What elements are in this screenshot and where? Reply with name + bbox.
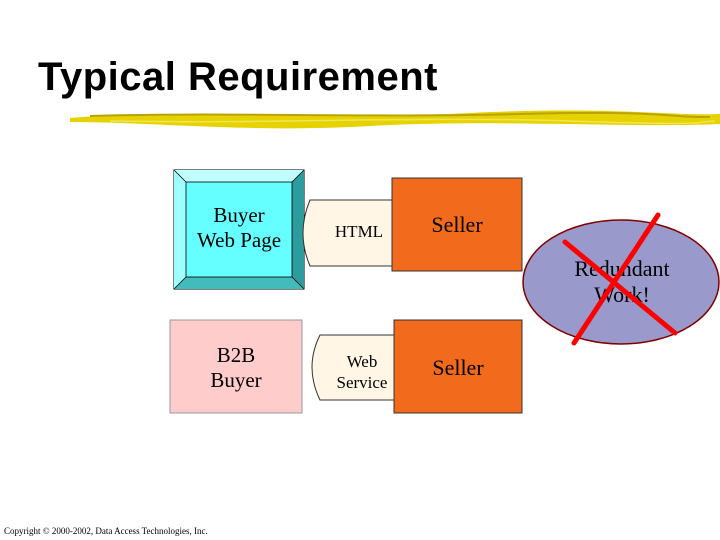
- html-connector-label: HTML: [334, 222, 384, 241]
- b2b-buyer-label: B2B Buyer: [210, 343, 262, 393]
- web-service-connector-label: Web Service: [336, 352, 388, 393]
- seller-bottom-box: [393, 319, 523, 414]
- seller-top-label: Seller: [431, 212, 483, 237]
- slide-title: Typical Requirement: [38, 55, 438, 99]
- seller-bottom-label: Seller: [432, 355, 484, 380]
- html-connector-shape: [302, 199, 393, 267]
- buyer-web-page-label: Buyer Web Page: [196, 203, 282, 253]
- copyright-footer: Copyright © 2000-2002, Data Access Techn…: [4, 526, 208, 536]
- buyer-web-page-box: [173, 169, 305, 290]
- b2b-buyer-box: [169, 319, 303, 414]
- web-service-connector-shape: [311, 334, 395, 401]
- seller-top-box: [391, 177, 523, 272]
- redundant-work-label: Redundant Work!: [574, 256, 670, 308]
- title-underline-brushstroke: [70, 110, 720, 129]
